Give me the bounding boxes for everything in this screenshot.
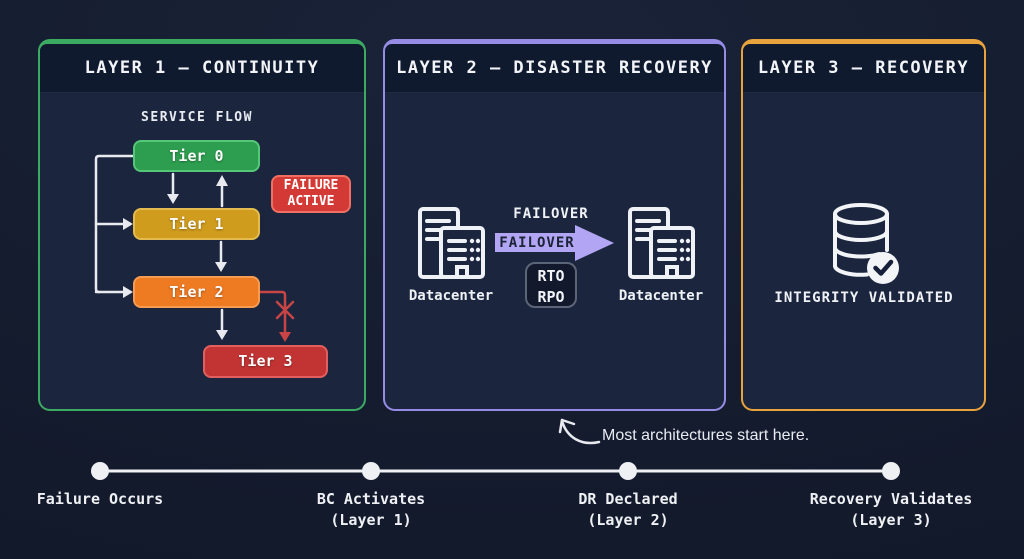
failure-arrowhead-icon	[279, 332, 291, 342]
annotation-text: Most architectures start here.	[602, 427, 810, 444]
timeline-event-recovery-validates: Recovery Validates (Layer 3)	[810, 489, 973, 531]
datacenter-right-icon	[628, 207, 695, 279]
flow-arrowheads-icon	[123, 175, 228, 340]
timeline-event-line2: (Layer 3)	[850, 511, 932, 529]
datacenter-left-icon	[418, 207, 485, 279]
timeline-event-line1: DR Declared	[578, 490, 678, 508]
tier-2-box: Tier 2	[133, 276, 260, 308]
timeline-event-failure-occurs: Failure Occurs	[37, 489, 163, 510]
rpo-label: RPO	[537, 288, 565, 306]
database-check-icon	[833, 203, 899, 284]
annotation-arrow-icon	[558, 418, 601, 445]
integrity-validated-label: INTEGRITY VALIDATED	[774, 290, 954, 306]
rto-label: RTO	[537, 267, 565, 285]
timeline-event-line1: Failure Occurs	[36, 490, 164, 508]
failure-path-icon	[258, 290, 295, 335]
timeline-event-line1: Recovery Validates	[809, 490, 973, 508]
tier-0-box: Tier 0	[133, 140, 260, 172]
service-flow-title: SERVICE FLOW	[141, 110, 253, 125]
tier-1-box: Tier 1	[133, 208, 260, 240]
failover-arrow-icon	[495, 225, 614, 261]
failover-arrow-label: FAILOVER	[499, 235, 575, 251]
rto-rpo-badge: RTO RPO	[525, 262, 577, 308]
timeline-event-line2: (Layer 2)	[587, 511, 669, 529]
timeline-event-line1: BC Activates	[316, 490, 426, 508]
timeline-event-bc-activates: BC Activates (Layer 1)	[317, 489, 425, 531]
check-icon	[873, 259, 894, 276]
datacenter-right-label: Datacenter	[618, 288, 704, 304]
panel-layer2-title: LAYER 2 — DISASTER RECOVERY	[385, 44, 724, 93]
panel-layer1-title: LAYER 1 — CONTINUITY	[40, 44, 364, 93]
panel-layer3: LAYER 3 — RECOVERY INTEGRITY VALIDATED	[741, 39, 986, 411]
timeline-event-line2: (Layer 1)	[330, 511, 412, 529]
panel-layer1: LAYER 1 — CONTINUITY SERVICE FLOW	[38, 39, 366, 411]
datacenter-left-label: Datacenter	[408, 288, 494, 304]
failover-label: FAILOVER	[513, 206, 589, 222]
panel-layer2: LAYER 2 — DISASTER RECOVERY Datacenter	[383, 39, 726, 411]
timeline-event-dr-declared: DR Declared (Layer 2)	[578, 489, 677, 531]
tier-3-box: Tier 3	[203, 345, 328, 378]
failure-active-badge: FAILURE ACTIVE	[271, 175, 351, 213]
panel-layer3-title: LAYER 3 — RECOVERY	[743, 44, 984, 93]
